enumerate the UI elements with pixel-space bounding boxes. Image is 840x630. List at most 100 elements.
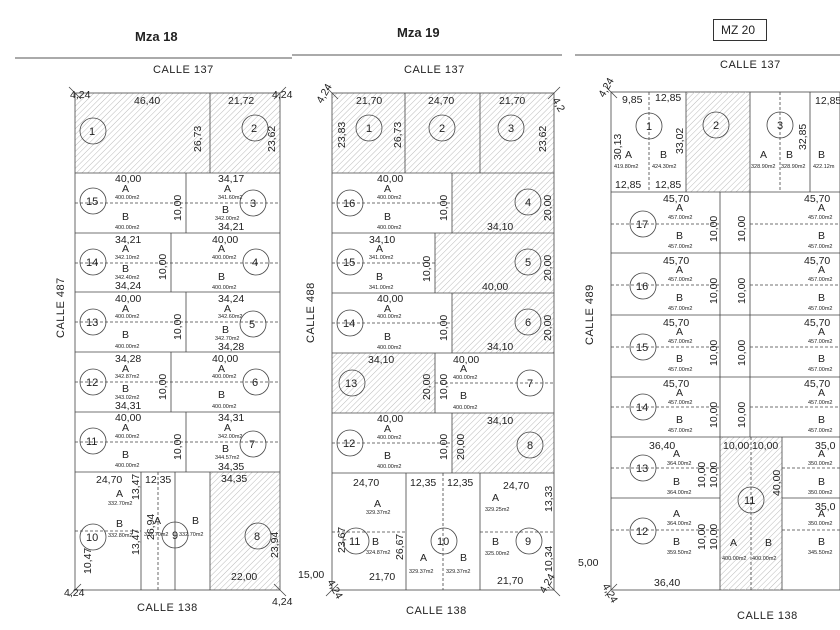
svg-text:B: B	[222, 204, 229, 216]
svg-text:400.00m2: 400.00m2	[212, 374, 236, 380]
svg-text:6: 6	[525, 317, 531, 329]
svg-text:341.00m2: 341.00m2	[369, 285, 393, 291]
svg-text:332.70m2: 332.70m2	[108, 501, 132, 507]
svg-text:40,00: 40,00	[377, 413, 403, 425]
svg-text:4,24: 4,24	[596, 76, 617, 100]
svg-text:34,10: 34,10	[368, 354, 394, 366]
svg-text:34,10: 34,10	[487, 221, 513, 233]
svg-text:12: 12	[343, 438, 355, 450]
block-mza18	[68, 86, 287, 597]
street-calle-137-c: CALLE 137	[720, 59, 781, 71]
svg-text:A: A	[384, 183, 391, 195]
svg-text:364.00m2: 364.00m2	[667, 521, 691, 527]
svg-text:34,10: 34,10	[487, 415, 513, 427]
svg-text:10,00: 10,00	[723, 440, 749, 452]
svg-text:A: A	[224, 422, 231, 434]
svg-text:45,70: 45,70	[663, 193, 689, 205]
svg-text:341.00m2: 341.00m2	[369, 255, 393, 261]
svg-text:457.00m2: 457.00m2	[808, 244, 832, 250]
svg-text:2: 2	[713, 120, 719, 132]
svg-text:B: B	[818, 149, 825, 161]
svg-text:B: B	[765, 537, 772, 549]
svg-text:A: A	[676, 326, 683, 338]
svg-text:2: 2	[439, 123, 445, 135]
svg-text:10,00: 10,00	[438, 315, 450, 341]
svg-text:10,00: 10,00	[438, 434, 450, 460]
svg-text:10,00: 10,00	[736, 278, 748, 304]
svg-text:A: A	[673, 508, 680, 520]
svg-text:A: A	[625, 149, 632, 161]
svg-text:17: 17	[636, 219, 648, 231]
svg-text:32,85: 32,85	[797, 124, 809, 150]
svg-text:12,35: 12,35	[447, 477, 473, 489]
svg-text:7: 7	[527, 378, 533, 390]
svg-text:36,40: 36,40	[649, 440, 675, 452]
svg-text:342.87m2: 342.87m2	[115, 374, 139, 380]
svg-text:40,00: 40,00	[771, 470, 783, 496]
svg-text:23,83: 23,83	[336, 122, 348, 148]
svg-text:22,00: 22,00	[231, 571, 257, 583]
svg-text:34,31: 34,31	[218, 412, 244, 424]
svg-text:46,40: 46,40	[134, 95, 160, 107]
svg-text:20,00: 20,00	[542, 315, 554, 341]
svg-text:21,70: 21,70	[499, 95, 525, 107]
svg-text:B: B	[218, 389, 225, 401]
svg-text:A: A	[116, 488, 123, 500]
svg-text:A: A	[818, 326, 825, 338]
svg-text:12,35: 12,35	[145, 474, 171, 486]
svg-text:13,47: 13,47	[130, 529, 142, 555]
mz20-header-box	[713, 19, 767, 41]
svg-text:21,70: 21,70	[497, 575, 523, 587]
svg-text:1: 1	[646, 121, 652, 133]
svg-text:329.37m2: 329.37m2	[409, 569, 433, 575]
svg-text:422.12m: 422.12m	[813, 164, 835, 170]
svg-text:12: 12	[636, 526, 648, 538]
svg-text:20,00: 20,00	[542, 255, 554, 281]
svg-text:400.00m2: 400.00m2	[752, 556, 776, 562]
svg-text:400.00m2: 400.00m2	[377, 314, 401, 320]
svg-text:15: 15	[86, 196, 98, 208]
svg-text:34,21: 34,21	[218, 221, 244, 233]
svg-text:10,00: 10,00	[157, 374, 169, 400]
street-calle-138-a: CALLE 138	[137, 602, 198, 614]
svg-text:13: 13	[86, 317, 98, 329]
svg-text:457.00m2: 457.00m2	[808, 277, 832, 283]
svg-text:400.00m2: 400.00m2	[212, 285, 236, 291]
svg-text:23,62: 23,62	[266, 126, 278, 152]
svg-text:9: 9	[525, 536, 531, 548]
svg-text:20,00: 20,00	[421, 374, 433, 400]
svg-text:B: B	[372, 536, 379, 548]
svg-text:4: 4	[252, 257, 258, 269]
svg-text:A: A	[374, 498, 381, 510]
svg-text:A: A	[818, 264, 825, 276]
svg-text:10,00: 10,00	[172, 314, 184, 340]
svg-text:B: B	[673, 536, 680, 548]
svg-text:B: B	[122, 211, 129, 223]
svg-text:328.90m2: 328.90m2	[751, 164, 775, 170]
svg-text:45,70: 45,70	[804, 378, 830, 390]
svg-text:30,13: 30,13	[612, 134, 624, 160]
svg-text:457.00m2: 457.00m2	[668, 400, 692, 406]
svg-text:24,70: 24,70	[353, 477, 379, 489]
svg-text:B: B	[376, 271, 383, 283]
svg-text:A: A	[818, 448, 825, 460]
svg-text:B: B	[122, 449, 129, 461]
svg-text:11: 11	[744, 495, 755, 507]
svg-text:400.00m2: 400.00m2	[115, 463, 139, 469]
svg-text:13,33: 13,33	[543, 486, 555, 512]
svg-text:40,00: 40,00	[115, 412, 141, 424]
svg-text:5: 5	[525, 257, 531, 269]
svg-text:457.00m2: 457.00m2	[808, 306, 832, 312]
svg-text:343.02m2: 343.02m2	[115, 395, 139, 401]
svg-text:4,24: 4,24	[272, 596, 293, 608]
svg-text:A: A	[376, 243, 383, 255]
block-mz20	[604, 85, 840, 597]
svg-text:34,10: 34,10	[487, 341, 513, 353]
svg-text:A: A	[384, 303, 391, 315]
svg-text:457.00m2: 457.00m2	[808, 428, 832, 434]
street-calle-138-c: CALLE 138	[737, 610, 798, 622]
svg-text:4,24: 4,24	[537, 572, 558, 596]
svg-text:4,24: 4,24	[324, 578, 345, 602]
svg-text:B: B	[122, 263, 129, 275]
